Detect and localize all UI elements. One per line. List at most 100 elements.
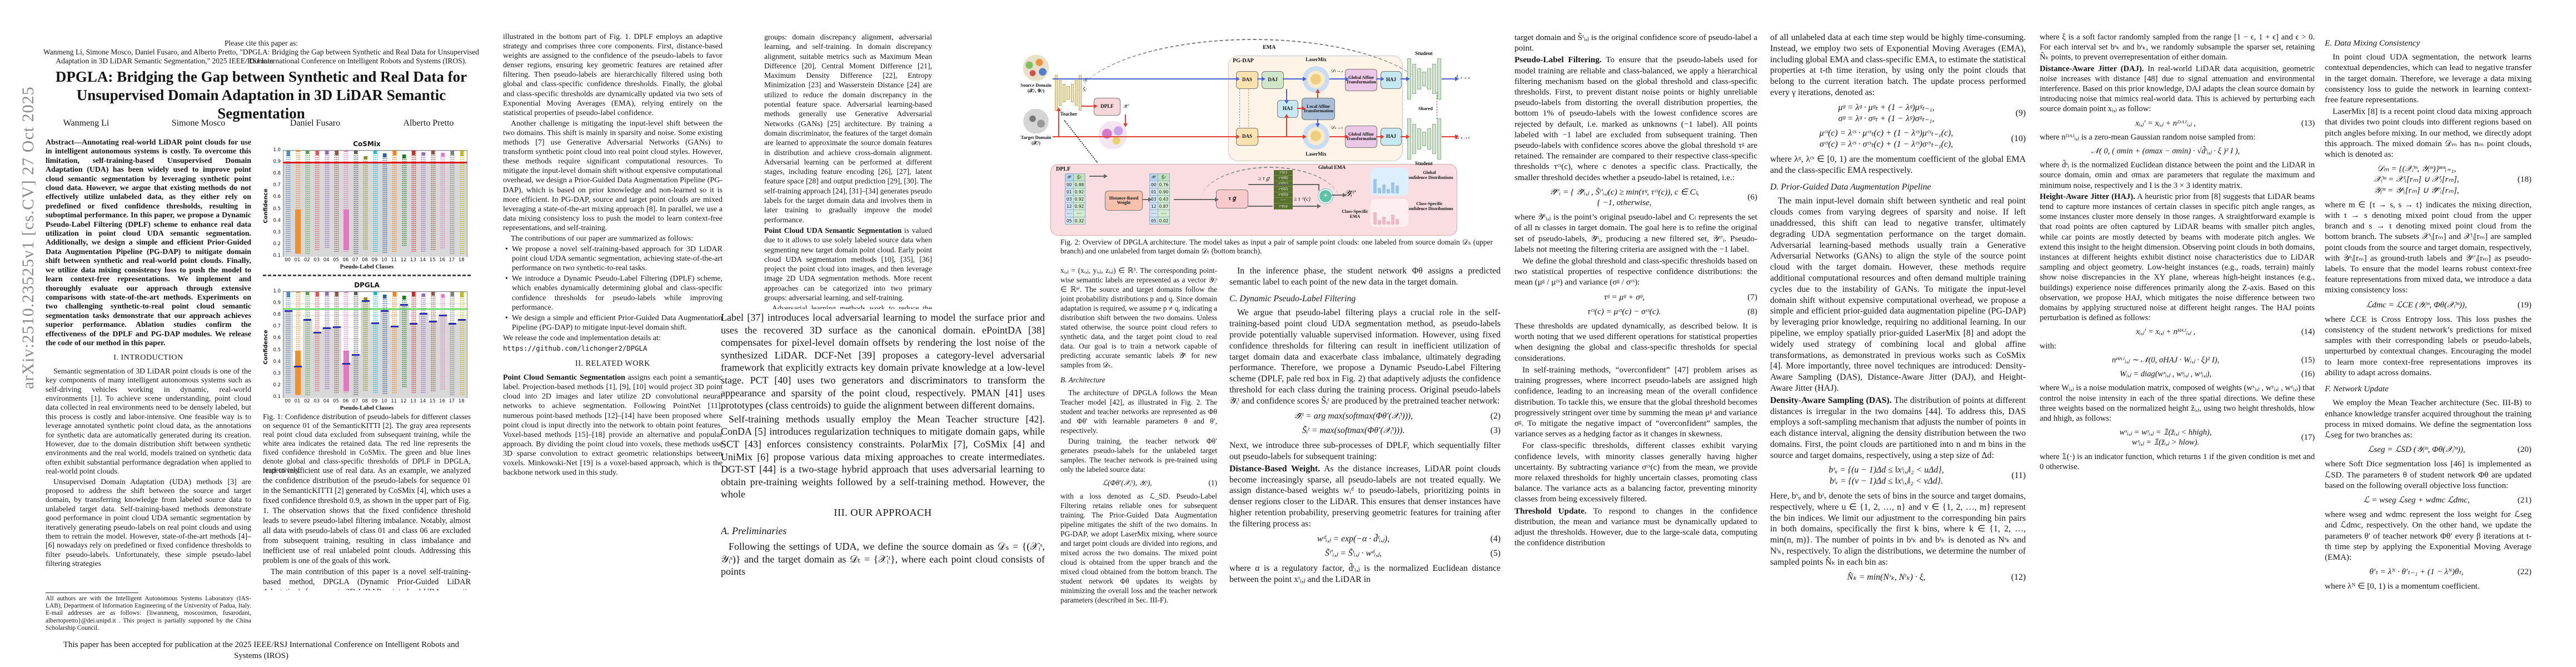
arrowhead	[1316, 123, 1320, 127]
y-tick-label: 0.7	[273, 323, 281, 330]
section-heading: II. RELATED WORK	[575, 359, 650, 369]
code-link[interactable]: https://github.com/lichonger2/DPGLA	[503, 345, 647, 352]
class-strip-solid	[295, 209, 301, 253]
flow-arrow	[1297, 108, 1302, 109]
y-tick-label: 0.2	[273, 241, 281, 247]
table-cell: 0.90	[1157, 188, 1170, 196]
x-tick-label: 15	[429, 399, 436, 404]
table-cell: 0.32	[1073, 217, 1086, 225]
x-tick-label: 00	[285, 257, 291, 263]
x-tick-label: 08	[362, 399, 368, 404]
flow-arrow	[1257, 78, 1262, 79]
y-tick-label: 1.0	[273, 288, 281, 294]
class-strip-solid	[343, 350, 349, 392]
equation-formula: Wᵢ,ⱼ = diag(wˣᵢ,ⱼ , wʸᵢ,ⱼ , wᶻᵢ,ⱼ),	[2119, 370, 2212, 379]
arrowhead	[1303, 77, 1307, 81]
arrowhead	[1148, 197, 1152, 202]
equation-number: (3)	[1490, 426, 1501, 436]
x-tick-label: 12	[400, 257, 407, 263]
subsection-heading: D. Prior-Guided Data Augmentation Pipeli…	[1770, 182, 1931, 192]
class-strip	[440, 153, 446, 250]
equation-formula: μᶜˢ(c) = λᶜˢ · μᶜˢₜ(c) + (1 − λᶜˢ)μᶜˢₜ₋₁…	[1819, 128, 1954, 150]
flow-arrow	[1292, 206, 1317, 207]
diagram-label-student: Student	[1415, 161, 1433, 167]
arrowhead	[1123, 123, 1128, 127]
class-strip	[430, 151, 436, 251]
subsection-heading: B. Architecture	[1060, 376, 1105, 384]
arrowhead	[1284, 100, 1289, 104]
class-strip	[382, 153, 387, 253]
histogram-bar	[1382, 217, 1386, 225]
threshold-cell: τᶜˢ(02)	[1274, 187, 1293, 192]
flow-arrow	[1286, 118, 1287, 137]
class-strip-cap	[296, 151, 300, 152]
paragraph: Point Cloud Semantic Segmentation assign…	[503, 374, 723, 477]
arrowhead	[1303, 135, 1307, 139]
equation: μᵍ = λᵍ · μᵍₜ + (1 − λᵍ)μᵍₜ₋₁, σᵍ = λᵍ ·…	[1770, 102, 2026, 125]
arrowhead	[1343, 193, 1347, 197]
class-strip-cap	[344, 151, 348, 152]
table-cell: 0.02	[1157, 217, 1170, 225]
y-tick-label: 0.7	[273, 182, 281, 188]
class-strip	[421, 152, 426, 252]
equation-number: (6)	[1747, 192, 1757, 202]
diagram-box-: τ 𝑔	[1216, 190, 1248, 208]
x-tick-label: 06	[342, 257, 349, 263]
x-tick-label: 16	[439, 399, 445, 404]
equation-number: (7)	[1747, 292, 1757, 302]
equation-formula: N̂ₖ = min(Nˢₖ, Nᵗₖ) · ξ,	[1847, 572, 1926, 582]
diagram-label-c: ≥ τ ᶜˢ(c)	[1294, 196, 1311, 202]
x-tick-label: 16	[439, 257, 445, 263]
class-strip-cap	[450, 151, 454, 156]
paragraph: where m ∈ {t → s, s → t} indicates the m…	[2325, 200, 2532, 295]
equation-number: (12)	[2011, 572, 2026, 582]
class-strip	[343, 151, 349, 252]
diagram-label-classspecific: Class-Specific Confidence Distributions	[1406, 201, 1453, 211]
flow-arrow	[1317, 93, 1318, 98]
table-header-cell: 𝒴̃ᵢᵗ	[1149, 173, 1158, 181]
column-p1-right: lead to inefficient use of real data. As…	[263, 466, 471, 590]
paragraph: The main contribution of this paper is a…	[263, 568, 471, 590]
paragraph: xᵢ,ⱼ = (xᵢ,ⱼ, yᵢ,ⱼ, zᵢ,ⱼ) ∈ ℝ³. The corr…	[1060, 266, 1217, 369]
equation-formula: ℒ(Φθ′(𝒳ᵢˢ), 𝒴ᵢˢ),	[1102, 479, 1152, 487]
class-strip	[343, 292, 349, 393]
threshold-cell: ······	[1274, 198, 1293, 203]
figure-1-caption: Fig. 1: Confidence distribution of pseud…	[263, 412, 471, 474]
y-tick-label: 0.8	[273, 312, 281, 318]
equation-number: (10)	[2011, 134, 2026, 144]
y-tick-label: 0.9	[273, 159, 281, 165]
paragraph: groups: domain discrepancy alignment, ad…	[764, 33, 932, 224]
arrowhead	[1345, 135, 1349, 139]
flow-arrow	[1248, 206, 1273, 207]
histogram-bar	[1373, 179, 1377, 193]
class-strip-cap	[363, 156, 367, 160]
class-threshold-line	[313, 331, 321, 334]
equation-number: (19)	[2517, 300, 2532, 310]
histogram-bar	[1396, 186, 1399, 193]
paragraph: lead to inefficient use of real data. As…	[263, 466, 471, 565]
class-strip-cap	[335, 292, 338, 297]
flow-arrow	[1376, 78, 1381, 79]
author-3: Daniel Fusaro	[290, 118, 341, 128]
x-tick-label: 10	[381, 399, 387, 404]
arrowhead	[1284, 114, 1289, 118]
table-cell: 00	[1149, 181, 1158, 188]
paragraph-lead: Distance-Aware Jitter (DAJ).	[2040, 64, 2144, 73]
chart-plot-area	[283, 291, 467, 398]
paragraph: Distance-Based Weight. As the distance i…	[1229, 464, 1501, 529]
paragraph: target domain and S̃ᵗᵢ,ⱼ is the original…	[1514, 33, 1757, 53]
class-strip-cap	[402, 155, 406, 158]
arrowhead	[1236, 77, 1240, 81]
equation: wˣᵢ,ⱼ = wʸᵢ,ⱼ = 𝟙(z̃ᵢ,ⱼ < hhigh), wᶻᵢ,ⱼ …	[2040, 427, 2315, 447]
class-strip-cap	[441, 294, 445, 298]
network-layer-bar	[1417, 68, 1421, 89]
arrowhead	[1345, 77, 1349, 81]
contribution-bullet: We design a simple and efficient Prior-G…	[503, 313, 723, 332]
lasermix-icon	[1303, 66, 1329, 93]
x-tick-label: 11	[391, 399, 397, 404]
class-threshold-line	[303, 318, 312, 321]
global-threshold-line	[283, 162, 467, 163]
class-strip-cap	[325, 151, 329, 155]
